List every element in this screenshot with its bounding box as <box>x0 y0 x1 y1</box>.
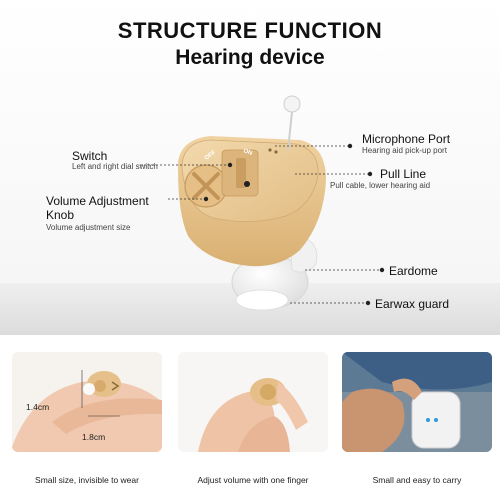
pull-line-knob <box>283 95 301 113</box>
callout-volume-name-line1: Volume Adjustment <box>46 194 149 208</box>
callout-microphone-desc: Hearing aid pick-up port <box>362 146 447 155</box>
switch-on-label: ON <box>242 148 253 157</box>
switch-off-label: OFF <box>204 150 218 162</box>
photo-size-caption: Small size, invisible to wear <box>35 475 139 485</box>
pull-line <box>287 111 293 151</box>
callout-pull-line-desc: Pull cable, lower hearing aid <box>330 181 431 190</box>
photo-size-on-finger <box>12 352 162 452</box>
page-title: STRUCTURE FUNCTION <box>117 18 383 43</box>
photo-carry-case <box>342 352 492 452</box>
callout-eardome-name: Eardome <box>389 264 438 278</box>
callout-switch-name: Switch <box>72 149 108 163</box>
photo-adjust-volume <box>178 352 328 452</box>
switch-slider <box>236 158 246 188</box>
earwax-guard <box>235 289 289 311</box>
callout-volume-name-line2: Knob <box>46 208 75 222</box>
page-subtitle: Hearing device <box>175 46 325 69</box>
microphone-port <box>268 148 272 152</box>
switch-indicator-dot <box>244 181 250 187</box>
callout-microphone-name: Microphone Port <box>362 132 451 146</box>
callout-earwax-name: Earwax guard <box>375 297 450 311</box>
dimension-height: 1.4cm <box>26 402 50 412</box>
photo-finger-caption: Adjust volume with one finger <box>197 475 309 485</box>
dimension-width: 1.8cm <box>82 432 106 442</box>
callout-volume-desc: Volume adjustment size <box>46 223 131 232</box>
callout-pull-line-name: Pull Line <box>380 167 427 181</box>
callout-switch-desc: Left and right dial switch <box>72 162 158 171</box>
photo-carry-caption: Small and easy to carry <box>372 475 462 485</box>
